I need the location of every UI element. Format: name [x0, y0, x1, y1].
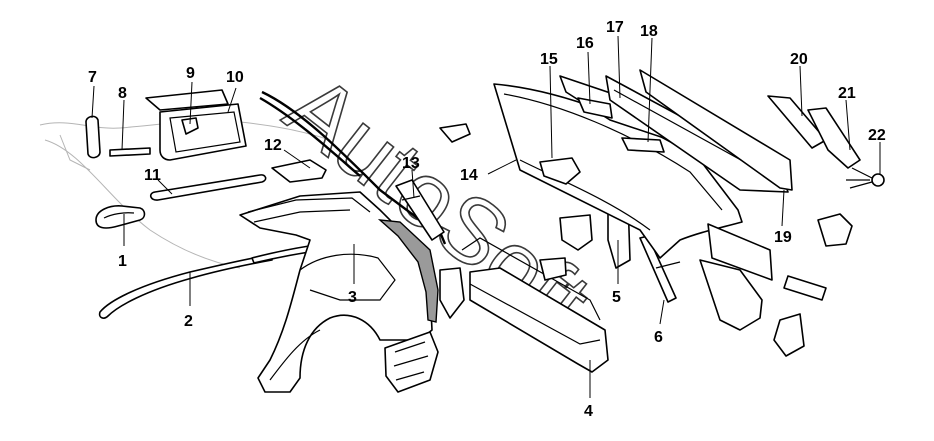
part-12-lamp	[271, 159, 327, 183]
callout-5: 5	[612, 289, 621, 306]
lower-right-bracket	[817, 213, 853, 247]
part-19-housing	[699, 223, 827, 357]
callout-4: 4	[584, 403, 593, 420]
part-8-rod	[109, 147, 151, 157]
callout-19: 19	[774, 229, 792, 246]
part-22-bulb	[846, 167, 885, 189]
callout-16: 16	[576, 35, 594, 52]
callout-10: 10	[226, 69, 244, 86]
part-3-quarter-panel	[239, 191, 433, 393]
callout-2: 2	[184, 313, 193, 330]
callout-17: 17	[606, 19, 624, 36]
callout-8: 8	[118, 85, 127, 102]
wheel-arch-bracket	[384, 331, 439, 393]
callout-1: 1	[118, 253, 127, 270]
part-1-handle	[95, 205, 146, 229]
callout-3: 3	[348, 289, 357, 306]
callout-labels: 1 2 3 4 5 6 7 8 9 10 11 12 13 14 15 16 1…	[88, 19, 886, 420]
part-21-trim	[807, 107, 861, 169]
callout-6: 6	[654, 329, 663, 346]
part-4-rail	[439, 237, 609, 373]
callout-21: 21	[838, 85, 856, 102]
part-18-glass	[621, 69, 793, 191]
callout-7: 7	[88, 69, 97, 86]
part-15-latch	[539, 157, 581, 185]
part-11-trim-strip	[149, 174, 267, 201]
part-13-rail	[395, 179, 445, 241]
callout-13: 13	[402, 155, 420, 172]
callout-9: 9	[186, 65, 195, 82]
callout-22: 22	[868, 127, 886, 144]
small-bracket	[439, 123, 471, 143]
callout-20: 20	[790, 51, 808, 68]
callout-18: 18	[640, 23, 658, 40]
part-10-window-frame	[145, 89, 247, 161]
callout-15: 15	[540, 51, 558, 68]
leader-lines	[91, 35, 881, 398]
part-7-trim	[85, 115, 101, 159]
callout-12: 12	[264, 137, 282, 154]
window-weatherstrip	[259, 90, 447, 245]
callout-11: 11	[144, 167, 161, 184]
callout-14: 14	[460, 167, 478, 184]
shaded-inner-panel	[377, 219, 439, 323]
part-9-clip	[181, 117, 199, 135]
